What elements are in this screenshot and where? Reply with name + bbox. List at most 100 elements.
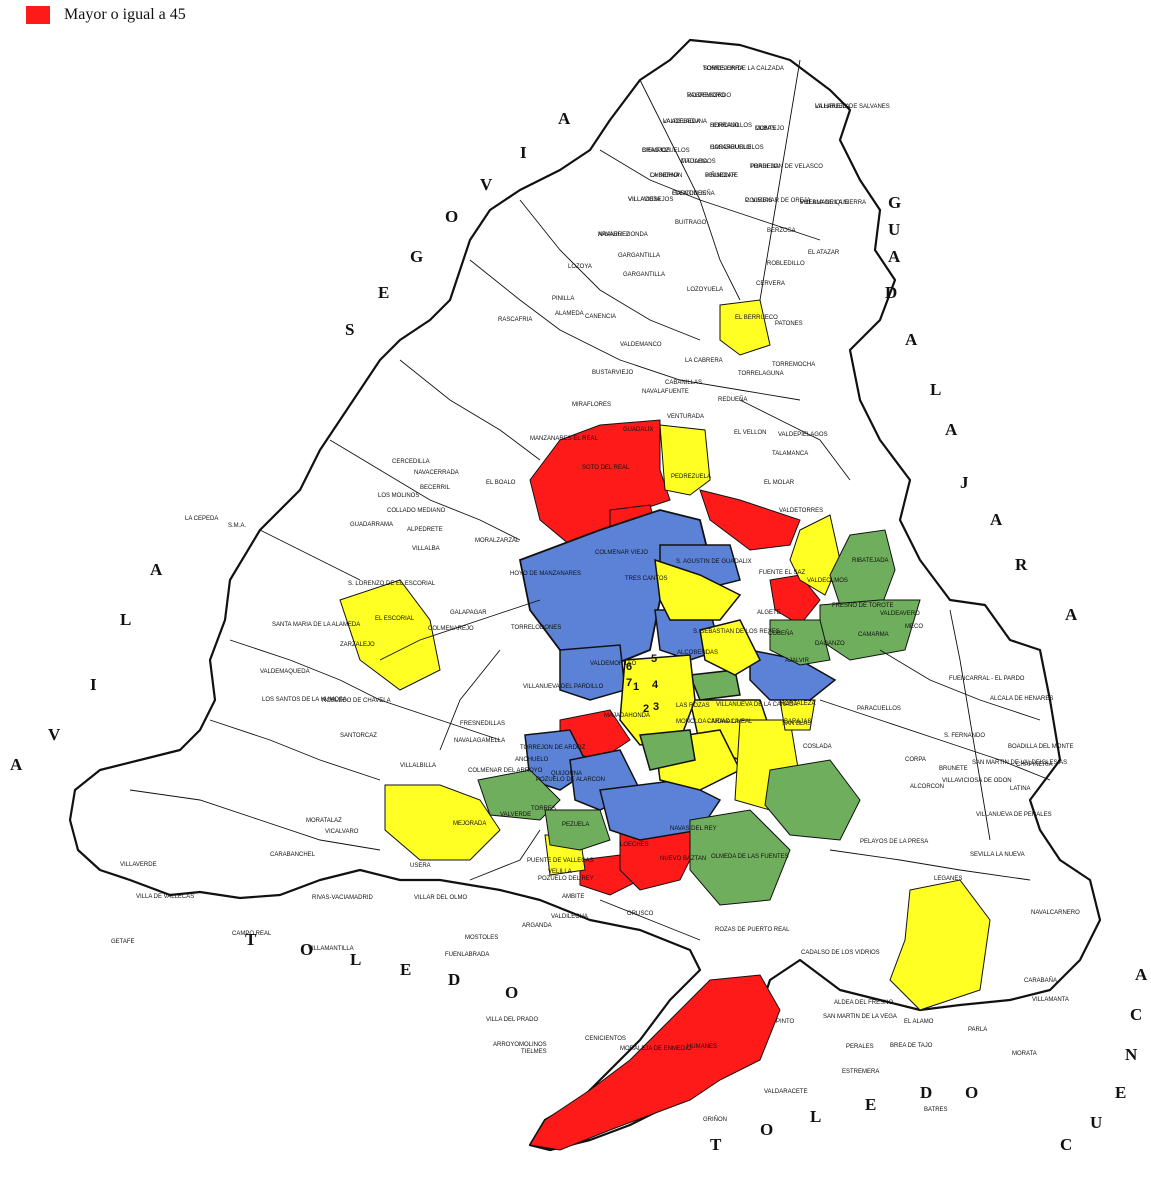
municipality-label: GUADARRAMA — [350, 522, 393, 528]
municipality-label: ESTREMERA — [842, 1069, 879, 1075]
municipality-label: VILLAMANRIQUE — [800, 200, 849, 206]
region-ajalvir — [769, 574, 821, 626]
municipality-label: SERRANILLOS — [710, 123, 752, 129]
municipality-label: CADALSO DE LOS VIDRIOS — [801, 950, 880, 956]
municipality-label: VALDELAGUNA — [663, 119, 707, 125]
municipality-label: S. FERNANDO — [944, 733, 985, 739]
border-letter-guadalajara: R — [1015, 555, 1028, 574]
municipality-label: VILLA DEL PRADO — [486, 1017, 538, 1023]
border-letter-segovia: O — [445, 207, 458, 226]
municipality-label: CARABAÑA — [1024, 977, 1057, 984]
border-letter-toledo_w: L — [350, 950, 361, 969]
municipality-label: NUEVO BAZTAN — [660, 856, 706, 862]
municipality-label: CANENCIA — [585, 314, 616, 320]
municipality-label: BUSTARVIEJO — [592, 370, 633, 376]
municipality-label: PINTO — [776, 1019, 795, 1025]
municipality-label: LOZOYA — [568, 264, 592, 270]
border-letter-avila: A — [10, 755, 23, 774]
municipality-label: PATONES — [775, 321, 803, 327]
municipality-label: VILLAMANTILLA — [308, 946, 354, 952]
municipality-label: CERCEDILLA — [392, 459, 430, 465]
municipality-label: VELILLA — [548, 869, 572, 875]
municipality-label: VILLALBILLA — [400, 763, 436, 769]
municipality-label: MORALZARZAL — [475, 538, 520, 544]
municipality-label: COLMENAR VIEJO — [595, 550, 648, 556]
border-letter-toledo_s: L — [810, 1107, 821, 1126]
municipality-label: POZUELO DEL REY — [538, 876, 594, 882]
municipality-label: AMBITE — [562, 894, 584, 900]
municipality-label: ALCALA DE HENARES — [990, 696, 1053, 702]
border-letter-toledo_w: E — [400, 960, 411, 979]
municipality-label: EL BERRUECO — [735, 315, 778, 321]
municipality-label: CORPA — [905, 757, 926, 763]
municipality-label: SANTORCAZ — [340, 733, 377, 739]
municipality-label: FRESNEDILLAS — [460, 721, 505, 727]
municipality-label: LOZOYUELA — [687, 287, 723, 293]
municipality-label: FUENTIDUEÑA — [672, 190, 715, 197]
municipality-label: MADARCOS — [681, 159, 716, 165]
municipality-label: SANTA MARIA DE LA ALAMEDA — [272, 622, 360, 628]
municipality-label: TALAMANCA — [772, 451, 808, 457]
municipality-label: PEDREZUELA — [671, 474, 711, 480]
municipality-label: VILLAVERDE — [120, 862, 157, 868]
border-letter-toledo_w: O — [505, 983, 518, 1002]
municipality-label: VALDEMANCO — [620, 342, 662, 348]
border-letter-avila: L — [120, 610, 131, 629]
region-sanagustin — [659, 424, 711, 496]
border-letter-cuenca: N — [1125, 1045, 1138, 1064]
municipality-label: SAN BLAS — [782, 721, 811, 727]
municipality-label: CIUDAD LINEAL — [707, 719, 753, 725]
municipality-label: VILLANUEVA DE LA CAÑADA — [716, 701, 798, 708]
municipality-label: ALCOBENDAS — [677, 650, 718, 656]
municipality-label: MIRAFLORES — [572, 402, 611, 408]
municipality-label: PEZUELA — [562, 822, 589, 828]
municipality-label: MORALEJA DE ENMEDIO — [620, 1046, 692, 1052]
municipality-label: BREA DE TAJO — [890, 1043, 933, 1049]
map-legend: Mayor o igual a 45 — [26, 6, 186, 24]
municipality-label: EL BOALO — [486, 480, 516, 486]
municipality-label: BELMONTE — [705, 173, 738, 179]
border-letter-toledo_w: T — [245, 930, 257, 949]
region-villarejo — [889, 879, 991, 1011]
municipality-label: COLLADO MEDIANO — [387, 508, 446, 514]
border-letter-segovia: I — [520, 143, 527, 162]
district-number-5: 5 — [651, 653, 657, 665]
region-alcobendas — [654, 558, 742, 621]
municipality-label: SOTO DEL REAL — [582, 465, 630, 471]
municipality-label: VILLAMANTA — [1032, 997, 1069, 1003]
municipality-label: MONTEJO — [755, 126, 785, 132]
municipality-label: COLMENAR DE OREJA — [745, 198, 811, 204]
municipality-label: VILLA DE VALLECAS — [136, 894, 194, 900]
municipality-label: LEGANES — [934, 876, 962, 882]
municipality-label: ANCHUELO — [515, 757, 549, 763]
municipality-label: BATRES — [924, 1107, 948, 1113]
municipality-label: MOSTOLES — [465, 935, 498, 941]
municipality-label: FUENCARRAL - EL PARDO — [949, 676, 1025, 682]
municipality-label: MEJORADA — [453, 821, 486, 827]
municipality-label: ARGANDA — [522, 923, 552, 929]
municipality-label: BUITRAGO — [675, 220, 707, 226]
municipality-label: ALDEA DEL FRESNO — [834, 1000, 893, 1006]
municipality-label: NAVACERRADA — [414, 470, 459, 476]
municipality-label: OLMEDA DE LAS FUENTES — [711, 854, 789, 860]
region-navalcarnero — [384, 784, 501, 861]
municipality-label: VILLAVIEJA — [628, 197, 661, 203]
municipality-label: MAJADAHONDA — [604, 713, 650, 719]
municipality-label: VALDEPIELAGOS — [778, 432, 828, 438]
municipality-label: HORCAJUELO — [710, 145, 751, 151]
region-algete — [699, 489, 801, 551]
municipality-label: VALDEOLMOS — [807, 578, 848, 584]
municipality-label: VILLANUEVA DEL PARDILLO — [523, 684, 604, 690]
border-letter-guadalajara: U — [888, 220, 900, 239]
municipality-label: ROBLEDILLO — [767, 261, 805, 267]
municipality-label: MONCLOA - ARAVACA — [676, 719, 739, 725]
municipality-label: LOS MOLINOS — [378, 493, 419, 499]
border-letter-cuenca: E — [1115, 1083, 1126, 1102]
border-letter-avila: V — [48, 725, 61, 744]
municipality-label: HORTALEZA — [780, 701, 815, 707]
municipality-label: SOMOSIERRA — [703, 66, 744, 72]
district-number-3: 3 — [653, 701, 659, 713]
municipality-label: EL ALAMO — [904, 1019, 934, 1025]
municipality-label: AJALVIR — [785, 658, 810, 664]
municipality-label: VALDARACETE — [764, 1089, 808, 1095]
